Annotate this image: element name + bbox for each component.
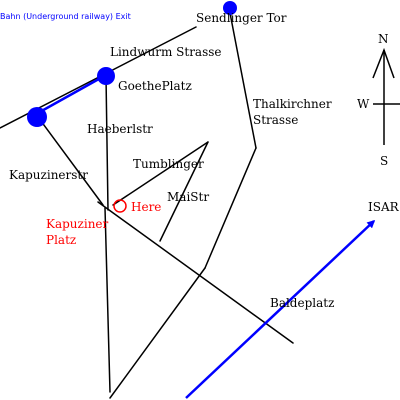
station-goetheplatz[interactable] <box>97 67 115 85</box>
street-tumblinger-left <box>112 141 209 206</box>
station-goetheplatz-label: GoethePlatz <box>118 79 192 93</box>
street-kapuzinerstr-label: Kapuzinerstr <box>9 168 88 182</box>
compass <box>372 47 400 145</box>
street-west-south <box>104 207 111 393</box>
street-thalkirchner-south <box>204 147 257 269</box>
station-sendlinger-tor[interactable] <box>223 1 237 15</box>
station-sendlinger-tor-label: Sendlinger Tor <box>196 11 287 25</box>
street-maistr-label: MaiStr <box>167 190 209 204</box>
place-kapuziner-label-line2: Platz <box>46 233 76 247</box>
compass-north-arrowhead <box>372 47 395 79</box>
compass-north-label: N <box>378 32 389 46</box>
rail-line <box>37 73 107 115</box>
street-haeberlstr <box>105 75 109 211</box>
street-tumblinger-label: Tumblinger <box>133 157 204 171</box>
street-tumblinger-right <box>159 141 209 242</box>
river-isar-label: ISAR <box>368 200 400 214</box>
legend-text: Bahn (Underground railway) Exit <box>0 12 131 21</box>
street-thalkirchner-label-line2: Strasse <box>253 113 298 127</box>
street-network <box>0 12 294 399</box>
here-label: Here <box>131 200 161 214</box>
compass-west-label: W <box>357 97 370 111</box>
street-thalkirchner-label-line1: Thalkirchner <box>253 97 332 111</box>
river-isar <box>185 219 376 399</box>
station-west[interactable] <box>27 107 47 127</box>
here-marker <box>113 199 127 213</box>
street-haeberlstr-label: Haeberlstr <box>87 122 153 136</box>
street-kapuzinerstr <box>37 116 104 206</box>
street-main-diagonal <box>97 201 294 344</box>
street-thalkirchner <box>229 12 257 149</box>
street-lindwurm-label: Lindwurm Strasse <box>110 45 222 59</box>
compass-south-label: S <box>380 154 388 168</box>
place-kapuziner-label-line1: Kapuziner <box>46 217 109 231</box>
street-baldeplatz-label: Baldeplatz <box>270 296 334 310</box>
street-south <box>109 267 206 399</box>
